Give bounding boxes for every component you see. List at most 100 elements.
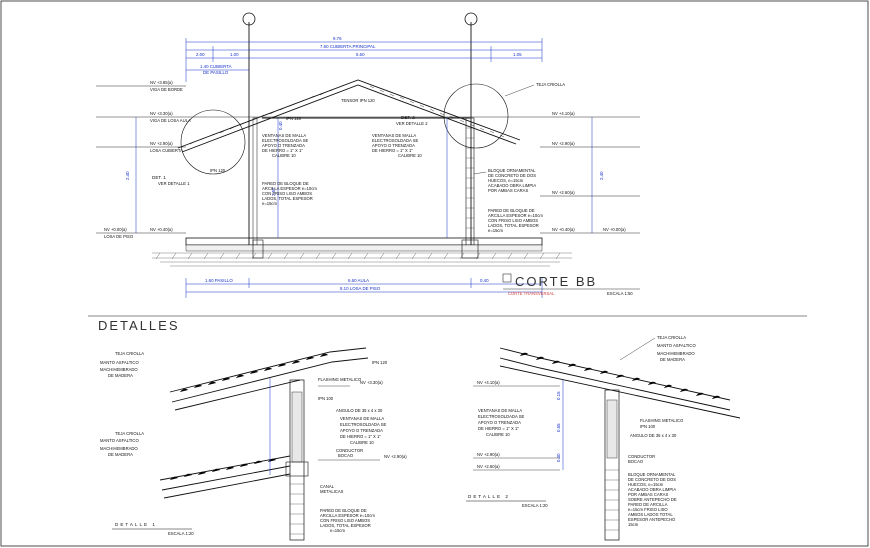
d1-lbl-23: MANTO ASFALTICO	[100, 438, 139, 443]
det2-callout	[443, 83, 509, 149]
pared-l-4: LADOS, TOTAL ESPESOR	[262, 196, 313, 201]
d2-lbl-14: BLOQUE ORNAMENTAL	[628, 472, 676, 477]
d2-lbl-20: PARED DE ARCILLA	[628, 502, 668, 507]
d1-tiles-upper	[179, 353, 329, 393]
d1-lbl-10: APOYO O TRENZADA	[340, 428, 383, 433]
d1-lbl-20: LADOS, TOTAL ESPESOR	[320, 523, 371, 528]
bloque-1: BLOQUE ORNAMENTAL	[488, 168, 536, 173]
d2-lbl-2: MACHIHEMBRADO	[657, 351, 695, 356]
det1-callout	[180, 109, 246, 175]
section-bb: 9.76 7.60 CUBIERTA PRINCIPAL 2.00 1.00 5…	[96, 12, 640, 298]
details-heading: DETALLES	[98, 318, 180, 333]
d1-lbl-9: ELECTROSOLDADA SE	[340, 422, 387, 427]
d2-wall-courses	[605, 469, 619, 531]
d2-dim-0: 0.15	[556, 391, 561, 400]
d2-lbl-12: CONDUCTOR	[628, 454, 655, 459]
right-wall-block-courses	[466, 127, 474, 229]
d2-lbl-24: 15cm	[628, 522, 639, 527]
d2-roof	[499, 347, 741, 419]
d1-lbl-16: METALICAS	[320, 489, 344, 494]
dim-total: 8.10 LOSA DE PISO	[340, 286, 381, 291]
d1-lbl-5: FLASHING METALICO	[318, 377, 362, 382]
label-det2: DET. 2	[401, 115, 415, 120]
right-wall-block	[465, 117, 475, 246]
level-right-2: NV +2.90(a)	[552, 141, 575, 146]
pared-r-3: CON FRISO LISO AMBOS	[488, 218, 538, 223]
d2-scale: ESCALA 1:20	[522, 503, 548, 508]
dim-left-b: 1.00	[230, 52, 239, 57]
level-right-1: NV +4.10(a)	[552, 111, 575, 116]
d2-lbl-17: ACABADO OBRA LIMPIA	[628, 487, 676, 492]
d2-lbl-18: POR AMBAS CARAS	[628, 492, 668, 497]
d2-lbl-1: MANTO ASFALTICO	[657, 343, 696, 348]
dim-end: 0.40	[480, 278, 489, 283]
roof-tiles	[189, 84, 505, 145]
pared-r-2: ARCILLA ESPESOR e=10cm	[488, 213, 543, 218]
level-left-4: NV +0.40(a)	[150, 227, 173, 232]
right-footing	[461, 239, 479, 259]
d2-title: DETALLE 2	[468, 494, 510, 499]
left-column	[252, 117, 258, 246]
d1-lbl-3: DE MADERA	[108, 373, 133, 378]
left-post-lamp	[242, 12, 256, 26]
ventanas-l-4: DE HIERRO = 1" X 1"	[262, 148, 303, 153]
label-det1-sub: VER DETALLE 1	[158, 181, 190, 186]
detalle-2: NV +4.10(a) NV +2.90(a) NV +2.60(a) 0.15…	[466, 335, 741, 541]
ventanas-r-2: ELECTROSOLDADA SE	[372, 138, 419, 143]
d1-lbl-2: MACHIHEMBRADO	[100, 367, 138, 372]
d1-lbl-8: VENTANAS DE MALLA	[340, 416, 384, 421]
d2-level-3: NV +2.60(a)	[477, 464, 500, 469]
d2-lbl-5: ELECTROSOLDADA SE	[478, 414, 525, 419]
pared-l-3: CON FRISO LISO AMBOS	[262, 191, 312, 196]
label-ipn120-b: IPN 120	[210, 168, 226, 173]
title-marker	[502, 273, 512, 283]
d1-gutter	[285, 461, 309, 477]
label-ipn120: IPN 120	[286, 116, 302, 121]
ventanas-l-3: APOYO O TRENZADA	[262, 143, 305, 148]
d1-lbl-17: PARED DE BLOQUE DE	[320, 508, 367, 513]
label-teja: TEJA CRIOLLA	[536, 82, 565, 87]
level-right-5: NV +0.00(a)	[603, 227, 626, 232]
roof	[177, 79, 521, 153]
d2-lbl-6: APOYO O TRENZADA	[478, 420, 521, 425]
d2-level-2: NV +2.90(a)	[477, 452, 500, 457]
bloque-4: ACABADO OBRA LIMPIA	[488, 183, 536, 188]
bloque-3: HUECOS, e=15cm	[488, 178, 524, 183]
ventanas-r-1: VENTANAS DE MALLA	[372, 133, 416, 138]
level-left-2: NV +3.30(a)	[150, 111, 173, 116]
dim-cubierta-principal: 7.60 CUBIERTA PRINCIPAL	[320, 44, 376, 49]
ventanas-l-5: CALIBRE 10	[272, 153, 296, 158]
dim-pasillo: 1.60 PASILLO	[205, 278, 233, 283]
d2-lbl-4: VENTANAS DE MALLA	[478, 408, 522, 413]
d1-lbl-0: TEJA CRIOLLA	[115, 351, 144, 356]
d2-lbl-7: DE HIERRO = 1" X 1"	[478, 426, 519, 431]
level-lines	[96, 85, 640, 234]
section-subtitle: CORTE TRANSVERSAL	[508, 291, 555, 296]
section-title: CORTE BB	[515, 274, 597, 289]
dim-right: 1.05	[513, 52, 522, 57]
dim-h-mid: 0.40	[278, 121, 283, 130]
dim-cubierta-left: 1.40 CUBIERTA	[200, 64, 232, 69]
section-scale: ESCALA 1:50	[607, 291, 633, 296]
ventanas-l-2: ELECTROSOLDADA SE	[262, 138, 309, 143]
d2-dim-2: 0.30	[556, 453, 561, 462]
pared-r-5: e=15cm	[488, 228, 504, 233]
level-right-3: NV +2.60(a)	[552, 190, 575, 195]
top-dimensions	[185, 38, 543, 82]
d2-lbl-8: CALIBRE 10	[486, 432, 510, 437]
d1-lbl-4: IPN 120	[372, 360, 388, 365]
pared-l-2: ARCILLA ESPESOR e=10cm	[262, 186, 317, 191]
pared-r-4: LADOS, TOTAL ESPESOR	[488, 223, 539, 228]
d1-level-2: NV +2.90(a)	[384, 454, 407, 459]
d1-tiles-lower	[169, 458, 277, 481]
d2-lbl-21: e=15cm FRISO LISO	[628, 507, 668, 512]
d2-lbl-9: FLASHING METALICO	[640, 418, 684, 423]
pared-r-1: PARED DE BLOQUE DE	[488, 208, 535, 213]
label-det1: DET. 1	[152, 175, 166, 180]
ventanas-r-3: APOYO O TRENZADA	[372, 143, 415, 148]
d2-lbl-23: ESPESOR ANTEPECHO	[628, 517, 676, 522]
dim-aula: 6.60 AULA	[348, 278, 369, 283]
d1-lbl-24: MACHIHEMBRADO	[100, 446, 138, 451]
